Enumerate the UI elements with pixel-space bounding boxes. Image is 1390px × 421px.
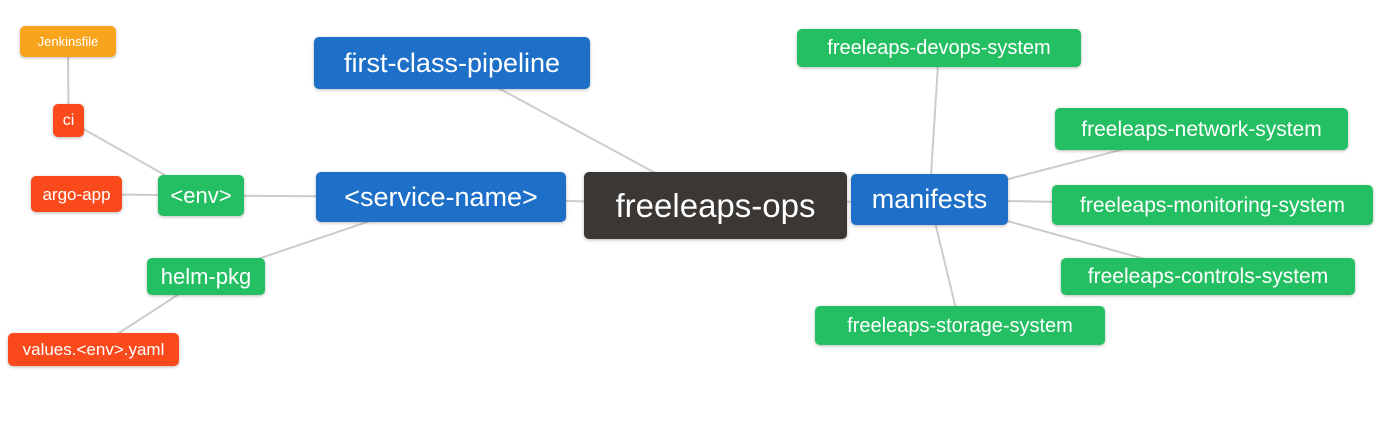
node-jenkinsfile[interactable]: Jenkinsfile bbox=[20, 26, 116, 57]
node-freeleaps-ops[interactable]: freeleaps-ops bbox=[584, 172, 847, 239]
node-env[interactable]: <env> bbox=[158, 175, 244, 216]
node-argo-app[interactable]: argo-app bbox=[31, 176, 122, 212]
node-freeleaps-devops-system-label: freeleaps-devops-system bbox=[827, 37, 1051, 59]
node-freeleaps-monitoring-system-label: freeleaps-monitoring-system bbox=[1080, 193, 1345, 217]
node-freeleaps-devops-system[interactable]: freeleaps-devops-system bbox=[797, 29, 1081, 67]
node-helm-pkg[interactable]: helm-pkg bbox=[147, 258, 265, 295]
node-freeleaps-storage-system[interactable]: freeleaps-storage-system bbox=[815, 306, 1105, 345]
node-freeleaps-network-system-label: freeleaps-network-system bbox=[1081, 117, 1322, 141]
node-ci-label: ci bbox=[62, 111, 75, 129]
node-freeleaps-network-system[interactable]: freeleaps-network-system bbox=[1055, 108, 1348, 150]
node-manifests-label: manifests bbox=[871, 184, 988, 214]
node-service-name[interactable]: <service-name> bbox=[316, 172, 566, 222]
node-argo-app-label: argo-app bbox=[42, 184, 111, 204]
node-values-env-yaml[interactable]: values.<env>.yaml bbox=[8, 333, 179, 366]
node-freeleaps-controls-system-label: freeleaps-controls-system bbox=[1087, 265, 1329, 288]
node-helm-pkg-label: helm-pkg bbox=[160, 263, 252, 289]
node-service-name-label: <service-name> bbox=[344, 181, 538, 212]
node-ci[interactable]: ci bbox=[53, 104, 84, 137]
node-jenkinsfile-label: Jenkinsfile bbox=[37, 34, 99, 49]
node-freeleaps-storage-system-label: freeleaps-storage-system bbox=[847, 314, 1073, 337]
node-first-class-pipeline-label: first-class-pipeline bbox=[343, 47, 561, 78]
node-manifests[interactable]: manifests bbox=[851, 174, 1008, 225]
node-freeleaps-monitoring-system[interactable]: freeleaps-monitoring-system bbox=[1052, 185, 1373, 225]
node-first-class-pipeline[interactable]: first-class-pipeline bbox=[314, 37, 590, 89]
node-freeleaps-controls-system[interactable]: freeleaps-controls-system bbox=[1061, 258, 1355, 295]
node-env-label: <env> bbox=[170, 182, 232, 208]
node-values-env-yaml-label: values.<env>.yaml bbox=[22, 340, 165, 359]
node-freeleaps-ops-label: freeleaps-ops bbox=[615, 187, 816, 224]
